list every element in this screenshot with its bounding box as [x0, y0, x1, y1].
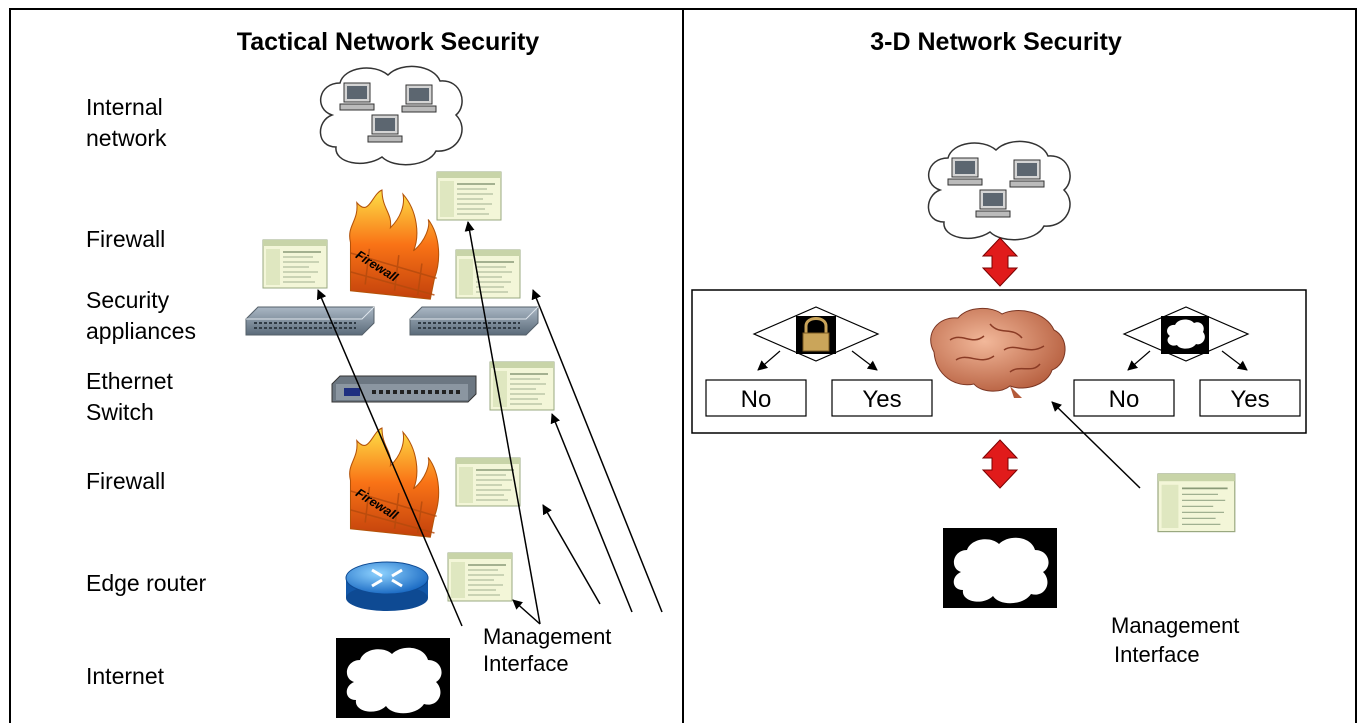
layer-label-ethernet-1: Ethernet — [86, 368, 174, 394]
double-arrow-top-icon — [981, 237, 1019, 287]
mgmt-screen-icon-6 — [447, 552, 513, 602]
left-mgmt-label-2: Interface — [483, 651, 569, 676]
layer-label-security-1: Security — [86, 287, 170, 313]
mgmt-screen-icon-4 — [489, 361, 555, 411]
double-arrow-bottom-icon — [981, 439, 1019, 489]
padlock-icon — [796, 316, 836, 354]
left-yes-label: Yes — [862, 386, 901, 413]
right-yes-box — [1199, 379, 1301, 417]
internet-cloud-right-icon — [943, 528, 1057, 608]
brain-icon — [930, 308, 1066, 398]
right-mgmt-label-1: Management — [1111, 613, 1239, 638]
right-panel: 3-D Network Security No Yes — [691, 28, 1307, 667]
decision-group-right: No Yes — [1073, 306, 1301, 417]
mgmt-screen-icon-1 — [436, 171, 502, 221]
layer-label-internal-network-2: network — [86, 125, 167, 151]
mgmt-screen-right-icon — [1157, 473, 1236, 533]
layer-label-security-2: appliances — [86, 318, 196, 344]
right-yes-label: Yes — [1230, 386, 1269, 413]
right-no-label: No — [1109, 386, 1140, 413]
mgmt-arrow-right — [1051, 401, 1141, 489]
network-cloud-icon — [928, 141, 1070, 239]
firewall-icon-top: Firewall — [348, 189, 440, 300]
firewall-icon-bottom: Firewall — [348, 427, 440, 538]
decision-group-left: No Yes — [705, 306, 933, 417]
mgmt-arrows-left — [316, 221, 663, 627]
right-mgmt-label-2: Interface — [1114, 642, 1200, 667]
layer-label-internet: Internet — [86, 663, 165, 689]
layer-label-edge-router: Edge router — [86, 570, 207, 596]
layer-label-firewall-top: Firewall — [86, 226, 165, 252]
mgmt-screen-icon-2 — [262, 239, 328, 289]
left-panel: Tactical Network Security Internal netwo… — [86, 28, 663, 718]
internal-network-cloud-icon — [320, 66, 462, 164]
left-no-box — [705, 379, 807, 417]
ethernet-switch-icon — [331, 375, 477, 403]
security-appliance-icon-1 — [245, 306, 375, 336]
right-no-box — [1073, 379, 1175, 417]
mgmt-screen-icon-3 — [455, 249, 521, 299]
layer-label-firewall-bottom: Firewall — [86, 468, 165, 494]
mgmt-screen-icon-5 — [455, 457, 521, 507]
layer-label-ethernet-2: Switch — [86, 399, 154, 425]
left-yes-box — [831, 379, 933, 417]
internet-cloud-icon — [336, 638, 450, 718]
left-mgmt-label-1: Management — [483, 624, 611, 649]
edge-router-icon — [345, 561, 429, 611]
layer-label-internal-network-1: Internal — [86, 94, 163, 120]
left-no-label: No — [741, 386, 772, 413]
cloud-icon — [1161, 316, 1209, 354]
security-appliance-icon-2 — [409, 306, 539, 336]
left-panel-title: Tactical Network Security — [237, 28, 540, 56]
right-panel-title: 3-D Network Security — [870, 28, 1122, 56]
